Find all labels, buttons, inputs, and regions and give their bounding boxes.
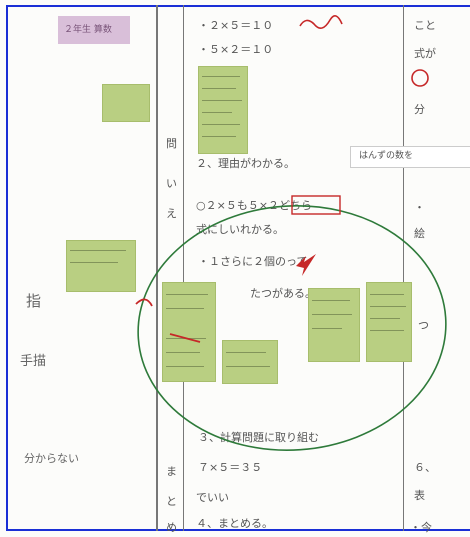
- column-label: 問: [166, 137, 177, 150]
- step-text: たつがある。: [250, 287, 316, 300]
- step-heading: ４、まとめる。: [196, 517, 273, 530]
- step-text: 式にしいれかる。: [196, 223, 284, 236]
- right-column-text: 絵: [414, 227, 425, 240]
- sticky-note: [66, 240, 136, 292]
- column-divider-left: [156, 5, 158, 531]
- column-label: え: [166, 207, 177, 220]
- red-mark: [135, 298, 153, 307]
- sticky-note: [366, 282, 412, 362]
- red-arrow: [296, 254, 316, 276]
- title-stamp: ２年生 算数: [58, 16, 130, 44]
- right-column-text: 式が: [414, 47, 436, 60]
- page-border: [6, 5, 470, 531]
- sticky-note: [308, 288, 360, 362]
- step-text: ７×５＝３５: [198, 461, 263, 474]
- sticky-note: [102, 84, 150, 122]
- step-text: でいい: [196, 491, 229, 504]
- column-label: め: [166, 521, 177, 534]
- right-column-text: 表: [414, 489, 425, 502]
- banner-strip: はんずの数を: [350, 146, 470, 168]
- sticky-note: [198, 66, 248, 154]
- column-divider-right: [403, 5, 404, 531]
- handwritten-note: 手描: [20, 354, 47, 369]
- column-label: い: [166, 177, 177, 190]
- right-column-text: ・: [414, 201, 425, 214]
- banner-text: はんずの数を: [359, 151, 414, 161]
- step-heading: ２、理由がわかる。: [196, 157, 295, 170]
- handwritten-note: 分からない: [24, 452, 79, 465]
- step-text: ○２×５も５×２どちら: [196, 199, 313, 212]
- step-text: ・１さらに２個のって: [198, 255, 308, 268]
- sticky-note: [222, 340, 278, 384]
- step-heading: ３、計算問題に取り組む: [198, 431, 319, 444]
- red-scribble: [299, 15, 343, 29]
- step-text: ・５×２＝１０: [198, 43, 274, 56]
- step-text: ・２×５＝１０: [198, 19, 274, 32]
- title-stamp-text: ２年生 算数: [64, 25, 112, 35]
- right-column-text: こと: [414, 19, 436, 32]
- red-box: [291, 195, 341, 215]
- red-underline: [169, 333, 201, 343]
- red-circle: [411, 69, 429, 87]
- green-circle: [137, 205, 447, 451]
- column-label: ま: [166, 465, 177, 478]
- sticky-note: [162, 282, 216, 382]
- column-divider-label: [183, 5, 184, 531]
- right-column-text: つ: [418, 319, 429, 332]
- column-label: と: [166, 495, 177, 508]
- handwritten-note: 指: [26, 292, 42, 310]
- right-column-text: 分: [414, 103, 425, 116]
- right-column-text: ６、: [414, 461, 436, 474]
- right-column-text: ・今: [410, 521, 432, 534]
